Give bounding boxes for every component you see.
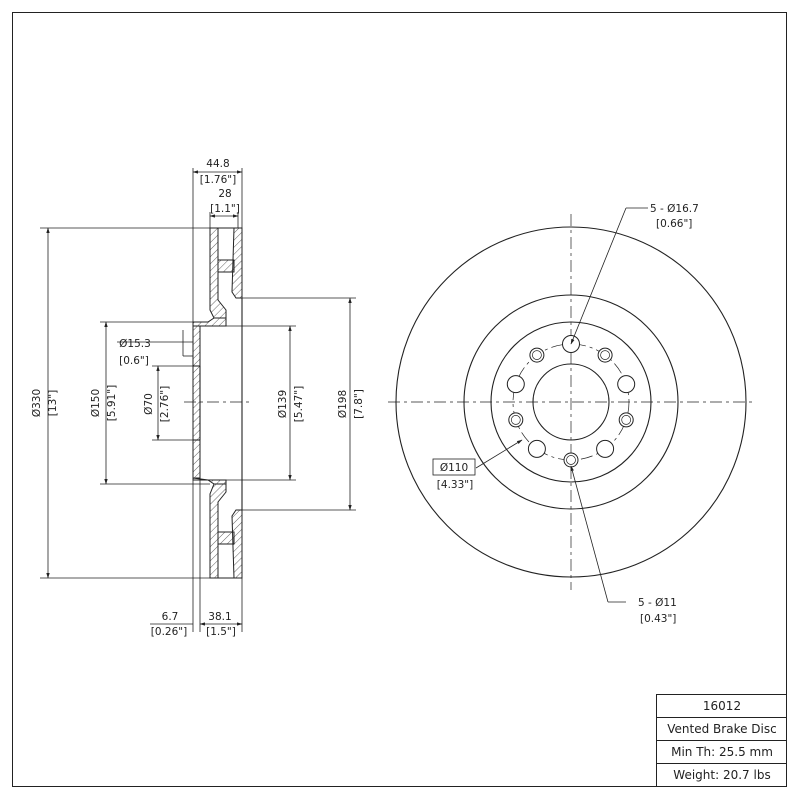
small-holes-inch: [0.43"] xyxy=(640,613,676,625)
large-bolt-hole xyxy=(596,439,615,458)
lower-vane-block xyxy=(217,531,235,545)
small-bolt-hole-inner xyxy=(532,350,542,360)
small-bolt-hole xyxy=(597,347,613,363)
small-bolt-hole-inner xyxy=(621,415,632,425)
title-block: 16012 Vented Brake Disc Min Th: 25.5 mm … xyxy=(656,694,787,787)
drawing-frame xyxy=(12,12,787,787)
inner-friction-diameter-inch: [7.8"] xyxy=(353,389,365,419)
small-bolt-hole xyxy=(529,347,545,363)
upper-outer-plate xyxy=(209,227,227,319)
weight: Weight: 20.7 lbs xyxy=(673,768,771,782)
min-thickness: Min Th: 25.5 mm xyxy=(657,741,787,764)
small-bolt-hole-inner xyxy=(566,455,576,465)
small-bolt-hole xyxy=(563,452,579,468)
overall-width-inch: [1.76"] xyxy=(200,174,236,186)
bolt-circle-inch: [4.33"] xyxy=(437,479,473,491)
hat-upper xyxy=(192,317,227,327)
small-bolt-hole-inner xyxy=(600,350,610,360)
small-bolt-hole xyxy=(618,412,634,428)
large-bolt-hole xyxy=(617,375,636,394)
small-bolt-hole xyxy=(508,412,524,428)
offset-value: 38.1 xyxy=(208,611,231,623)
offset-inch: [1.5"] xyxy=(206,626,236,638)
front-view: 5 - Ø16.7 [0.66"] Ø110 [4.33"] 5 - Ø11 [… xyxy=(388,203,756,625)
side-section-view: 44.8 [1.76"] 28 [1.1"] Ø330 [13"] Ø150 [… xyxy=(31,158,365,638)
bolt-holes xyxy=(506,335,636,468)
center-bore-value: Ø70 xyxy=(143,393,155,415)
inner-friction-diameter-value: Ø198 xyxy=(337,390,349,418)
hat-thickness-value: 6.7 xyxy=(162,611,179,623)
hub-wall-value: Ø15.3 xyxy=(119,338,151,350)
outer-diameter-inch: [13"] xyxy=(47,390,59,416)
vane-width-inch: [1.1"] xyxy=(210,203,240,215)
large-bolt-hole xyxy=(506,375,525,394)
part-description: Vented Brake Disc xyxy=(657,718,787,741)
hub-diameter-inch: [5.91"] xyxy=(106,385,118,421)
part-number: 16012 xyxy=(657,695,787,718)
small-bolt-hole-inner xyxy=(510,415,521,425)
bolt-circle-value: Ø110 xyxy=(440,462,468,474)
large-holes-inch: [0.66"] xyxy=(656,218,692,230)
vane-width-value: 28 xyxy=(218,188,231,200)
large-bolt-hole xyxy=(527,439,546,458)
hat-lower xyxy=(192,477,227,485)
hat-diameter-inch: [5.47"] xyxy=(293,386,305,422)
lower-outer-plate xyxy=(209,483,227,579)
upper-vane-block xyxy=(217,259,235,273)
hub-wall-inch: [0.6"] xyxy=(119,355,149,367)
hat-diameter-value: Ø139 xyxy=(277,390,289,418)
center-bore-inch: [2.76"] xyxy=(159,386,171,422)
large-holes-value: 5 - Ø16.7 xyxy=(650,203,699,215)
outer-diameter-value: Ø330 xyxy=(31,389,43,417)
small-holes-value: 5 - Ø11 xyxy=(638,597,677,609)
hat-thickness-inch: [0.26"] xyxy=(151,626,187,638)
overall-width-value: 44.8 xyxy=(206,158,229,170)
hub-diameter-value: Ø150 xyxy=(90,389,102,417)
